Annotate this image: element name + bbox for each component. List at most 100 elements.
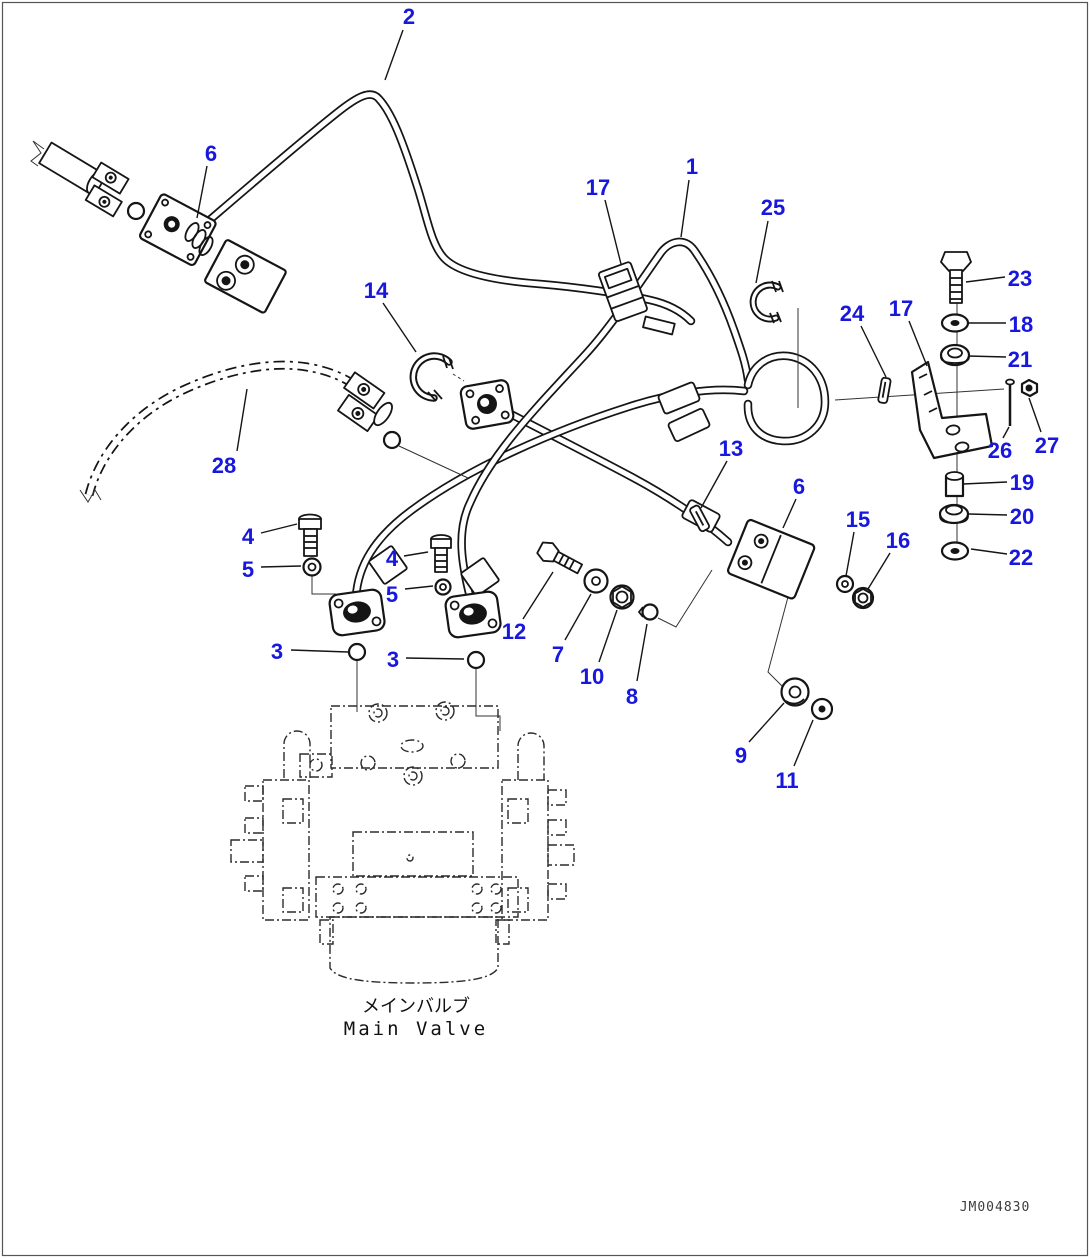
callout-number-18: 18 [1009, 312, 1033, 337]
callout-leader-3 [290, 649, 349, 653]
callout-number-1: 1 [686, 154, 698, 179]
callout-number-28: 28 [212, 453, 236, 478]
callout-number-23: 23 [1008, 266, 1032, 291]
callout-number-16: 16 [886, 528, 910, 553]
hose-stub [30, 140, 146, 221]
callout-leader-9 [748, 702, 785, 743]
hose-28-fitting [337, 371, 393, 433]
callout-leader-6 [782, 498, 797, 529]
u-bolt-14 [409, 352, 454, 402]
callout-leader-14 [382, 302, 417, 353]
callout-leader-19 [962, 481, 1008, 485]
callout-leader-6 [196, 165, 208, 219]
main-valve-phantom-drawing [230, 660, 575, 984]
callout-leader-25 [755, 220, 769, 284]
callout-number-9: 9 [735, 743, 747, 768]
flange-right [444, 590, 502, 639]
plug-3-left [347, 642, 367, 662]
callout-leader-3 [405, 657, 465, 660]
spacer-19 [944, 471, 965, 498]
clamp-6-upper [139, 193, 287, 314]
callout-leader-2 [384, 29, 404, 81]
callout-leader-24 [860, 325, 887, 378]
callout-leader-7 [564, 593, 592, 641]
bolt-12 [536, 541, 584, 575]
callout-number-21: 21 [1008, 347, 1032, 372]
callout-number-10: 10 [580, 664, 604, 689]
hose-28 [79, 360, 370, 503]
nut-27 [1020, 378, 1039, 398]
bolt-23 [940, 251, 972, 304]
callout-leader-21 [967, 355, 1007, 358]
callout-leader-11 [793, 719, 814, 767]
callout-number-17: 17 [586, 175, 610, 200]
callout-leader-22 [970, 548, 1008, 555]
valve-title-japanese: メインバルブ [362, 995, 470, 1017]
callout-number-24: 24 [840, 301, 865, 326]
small-parts [30, 140, 1039, 721]
nut-16 [851, 586, 875, 610]
callout-number-13: 13 [719, 436, 743, 461]
callout-number-5: 5 [386, 582, 398, 607]
callout-leader-15 [845, 531, 855, 577]
callout-leader-20 [968, 513, 1008, 516]
pipe-clamp-plates [368, 545, 500, 597]
callout-number-27: 27 [1035, 433, 1059, 458]
callout-leader-5 [260, 565, 302, 568]
washer-15 [835, 574, 855, 594]
washer-22 [940, 541, 970, 561]
callout-leader-12 [522, 571, 554, 620]
callout-number-15: 15 [846, 507, 870, 532]
callout-number-17: 17 [889, 296, 913, 321]
callout-number-14: 14 [364, 278, 389, 303]
callout-number-3: 3 [387, 647, 399, 672]
callout-number-19: 19 [1010, 470, 1034, 495]
callout-number-7: 7 [552, 642, 564, 667]
callout-number-25: 25 [761, 195, 785, 220]
callout-leader-16 [867, 552, 891, 590]
callout-leader-27 [1028, 397, 1042, 433]
clip-13 [689, 504, 710, 533]
callout-leader-17 [604, 199, 622, 265]
callout-leader-8 [636, 623, 648, 682]
callout-leader-5 [404, 585, 434, 590]
callout-number-4: 4 [386, 546, 399, 571]
flange-left [328, 588, 386, 637]
callout-number-11: 11 [775, 768, 798, 793]
grommet-cap-20 [938, 503, 970, 525]
bolt-4-left [298, 513, 322, 557]
bolt-4-mid [430, 534, 452, 573]
callout-number-22: 22 [1009, 545, 1033, 570]
callout-number-2: 2 [403, 4, 415, 29]
hydraulic-tubes [79, 90, 830, 602]
callout-number-26: 26 [988, 438, 1012, 463]
washer-5-mid [434, 578, 452, 596]
callout-leader-17 [908, 320, 928, 367]
callout-leader-1 [680, 179, 690, 238]
callout-number-3: 3 [271, 639, 283, 664]
elbow-flange [459, 379, 515, 430]
callout-leader-4 [260, 523, 298, 534]
callout-leader-26 [1002, 426, 1010, 439]
clamp-6-lower [726, 518, 816, 600]
washer-11 [810, 697, 834, 721]
callout-leader-10 [598, 609, 618, 663]
callout-number-20: 20 [1010, 504, 1034, 529]
callout-number-12: 12 [502, 619, 526, 644]
clamp-17 [598, 261, 648, 322]
valve-title-english: Main Valve [344, 1018, 488, 1040]
callout-leader-13 [700, 460, 728, 509]
callout-leader-4 [403, 551, 429, 557]
callout-leader-23 [965, 276, 1006, 283]
washer-21 [939, 343, 971, 367]
u-bolt-25 [749, 280, 784, 324]
callout-number-6: 6 [793, 474, 805, 499]
callout-leader-28 [236, 388, 248, 452]
callout-number-8: 8 [626, 684, 638, 709]
drawing-number: JM004830 [960, 1200, 1031, 1215]
clip-24 [877, 376, 892, 404]
